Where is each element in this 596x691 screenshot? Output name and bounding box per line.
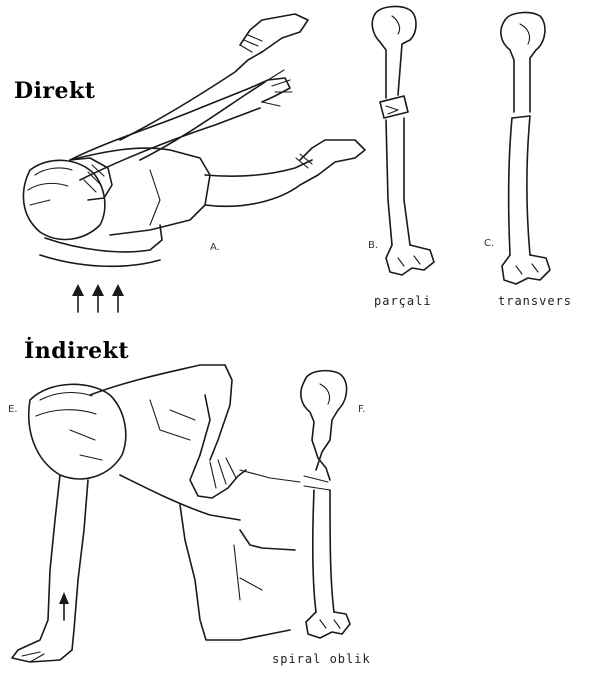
indirect-heading: İndirekt (24, 338, 129, 364)
kneeling-figure-drawing (12, 365, 300, 662)
caption-spiral-oblique: spiral oblik (272, 652, 371, 666)
caption-comminuted: parçali (374, 294, 432, 308)
comminuted-femur-drawing (372, 7, 434, 275)
lying-figure-drawing (23, 14, 365, 312)
panel-mark-c: C. (484, 238, 494, 249)
transverse-femur-drawing (501, 13, 550, 284)
panel-mark-a: A. (210, 242, 220, 253)
panel-mark-b: B. (368, 240, 378, 251)
panel-mark-e: E. (8, 404, 18, 415)
caption-transverse: transvers (498, 294, 572, 308)
direct-heading: Direkt (14, 78, 95, 104)
spiral-femur-drawing (301, 371, 350, 638)
panel-mark-f: F. (358, 404, 365, 415)
